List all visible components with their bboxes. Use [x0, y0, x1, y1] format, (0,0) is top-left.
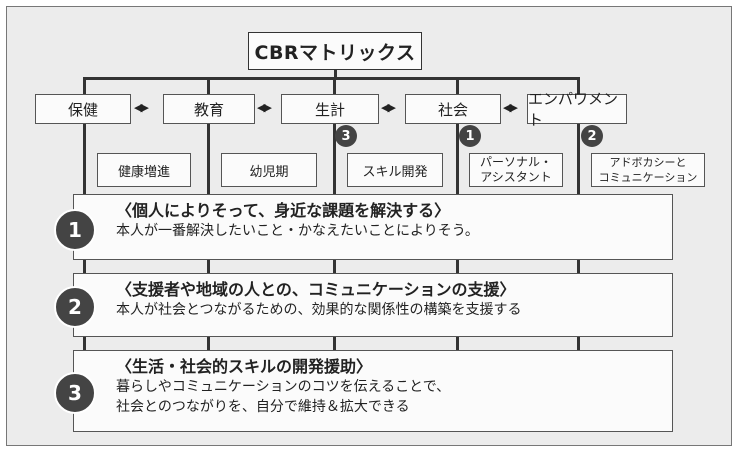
sub-item-early-childhood: 幼児期	[221, 153, 317, 187]
band-1-heading: 〈個人によりそって、身近な課題を解決する〉	[116, 201, 451, 220]
sub-item-personal-assistant: パーソナル・ アシスタント	[469, 153, 563, 187]
sub-item-advocacy-line1: アドボカシーと	[609, 156, 687, 169]
bidirectional-arrow-3: ◀▶	[381, 101, 396, 114]
band-2-number-badge: 2	[54, 286, 96, 328]
category-social: 社会	[405, 94, 501, 124]
band-2: 〈支援者や地域の人との、コミュニケーションの支援〉 本人が社会とつながるための、…	[73, 273, 673, 337]
sub-item-health-promotion: 健康増進	[97, 153, 191, 187]
number-badge-1-small: 1	[459, 125, 481, 147]
sub-item-personal-assistant-line2: アシスタント	[480, 170, 552, 184]
top-horizontal-line	[83, 77, 579, 80]
matrix-title: CBRマトリックス	[248, 32, 422, 70]
category-education: 教育	[163, 94, 255, 124]
band-1-body-line1: 本人が一番解決したいこと・かなえたいことによりそう。	[116, 223, 479, 239]
band-3: 〈生活・社会的スキルの開発援助〉 暮らしやコミュニケーションのコツを伝えることで…	[73, 350, 673, 432]
sub-item-skills-development: スキル開発	[347, 153, 443, 187]
bidirectional-arrow-4: ◀▶	[503, 101, 518, 114]
band-2-body-line1: 本人が社会とつながるための、効果的な関係性の構築を支援する	[116, 302, 522, 318]
number-badge-2-small: 2	[581, 125, 603, 147]
band-2-heading: 〈支援者や地域の人との、コミュニケーションの支援〉	[116, 280, 516, 299]
category-livelihood: 生計	[281, 94, 379, 124]
category-health: 保健	[35, 94, 131, 124]
number-badge-3-small: 3	[335, 125, 357, 147]
sub-item-personal-assistant-line1: パーソナル・	[479, 155, 552, 169]
band-3-body-line2: 社会とのつながりを、自分で維持＆拡大できる	[116, 399, 410, 415]
diagram-frame: CBRマトリックス 保健 教育 生計 社会 エンパワメント ◀▶ ◀▶ ◀▶ ◀…	[6, 6, 732, 446]
band-3-heading: 〈生活・社会的スキルの開発援助〉	[116, 357, 373, 376]
sub-item-advocacy-line2: コミュニケーション	[598, 171, 698, 184]
title-connector	[334, 69, 337, 79]
sub-item-advocacy-communication: アドボカシーと コミュニケーション	[591, 153, 705, 187]
bidirectional-arrow-1: ◀▶	[134, 101, 149, 114]
band-1: 〈個人によりそって、身近な課題を解決する〉 本人が一番解決したいこと・かなえたい…	[73, 194, 673, 260]
band-3-number-badge: 3	[54, 372, 96, 414]
band-3-body-line1: 暮らしやコミュニケーションのコツを伝えることで、	[116, 379, 451, 395]
bidirectional-arrow-2: ◀▶	[257, 101, 272, 114]
band-1-number-badge: 1	[54, 209, 96, 251]
category-empowerment: エンパワメント	[527, 90, 627, 129]
